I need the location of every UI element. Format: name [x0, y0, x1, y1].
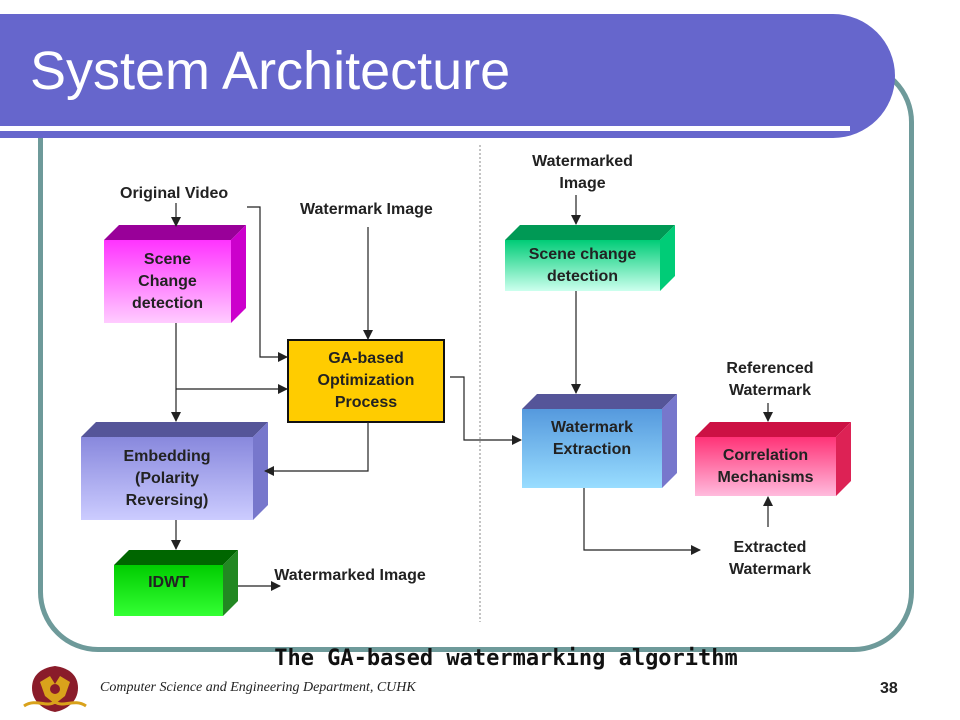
label-original-video: Original Video [120, 185, 229, 202]
arrow-ga-to-embedding [264, 422, 369, 476]
correlation-box [695, 422, 851, 496]
slide-title: System Architecture [30, 41, 511, 101]
scene-change-left-box [104, 225, 246, 323]
diagram-caption: The GA-based watermarking algorithm [274, 646, 738, 671]
idwt-box [114, 550, 238, 616]
correlation-box-label: Correlation Mechanisms [717, 446, 814, 486]
label-referenced-watermark: Referenced Watermark [726, 360, 814, 399]
extraction-box-label: Watermark Extraction [550, 419, 634, 458]
embedding-box-label: Embedding (Polarity Reversing) [123, 447, 211, 509]
cuhk-logo-icon [23, 666, 87, 712]
extraction-box [522, 394, 677, 488]
label-watermark-image: Watermark Image [300, 201, 433, 218]
scene-change-right-label: Scene change detection [528, 245, 637, 285]
footer-department: Computer Science and Engineering Departm… [100, 680, 416, 695]
arrow-video-to-ga [247, 206, 288, 362]
ga-box [287, 339, 445, 423]
label-extracted-watermark: Extracted Watermark [728, 539, 812, 578]
embedding-box [81, 422, 268, 520]
scene-change-left-label: Scene Change detection [131, 250, 204, 312]
scene-change-right-box [505, 225, 675, 291]
label-watermarked-image-output: Watermarked Image [274, 567, 426, 584]
page-number: 38 [880, 680, 898, 697]
title-bar [0, 14, 895, 138]
arrow-ga-to-extraction [450, 376, 522, 445]
label-watermarked-image-input: Watermarked Image [532, 153, 633, 192]
title-underline [0, 126, 850, 131]
ga-box-label: GA-based Optimization Process [317, 350, 415, 411]
arrow-extraction-to-extracted [583, 488, 701, 555]
idwt-box-label: IDWT [148, 573, 189, 591]
